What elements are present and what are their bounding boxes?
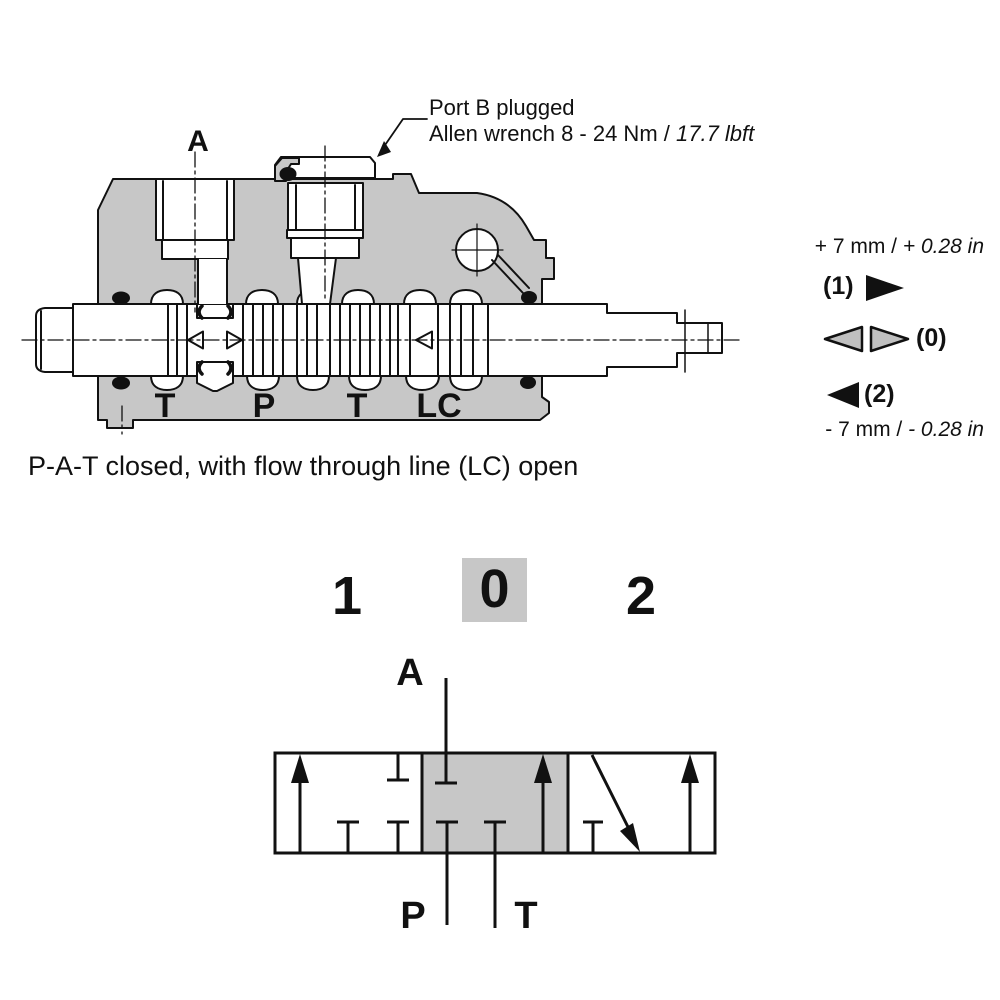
callout-port-b-line1: Port B plugged [429, 95, 575, 120]
port-t-line [484, 820, 506, 928]
callout-torque-metric: Allen wrench 8 - 24 Nm / [429, 121, 676, 146]
schematic-position-1: 1 [331, 566, 363, 626]
port-p-line [436, 820, 458, 925]
flow-arrowhead-0 [534, 754, 552, 783]
neck-groove-marks [197, 304, 233, 376]
port-a-line [435, 678, 457, 785]
schematic-position-0-box: 0 [462, 558, 527, 622]
blocked-port-pos2 [583, 820, 603, 853]
schematic-position-0: 0 [479, 559, 510, 619]
port-b-leader-arrow [377, 118, 428, 157]
callout-port-b-line2: Allen wrench 8 - 24 Nm / 17.7 lbft [429, 121, 754, 147]
cross-section-caption: P-A-T closed, with flow through line (LC… [28, 451, 579, 481]
label-port-t2: T [346, 387, 368, 425]
position-0-label: (0) [916, 324, 947, 352]
position-1-arrow-icon [866, 275, 904, 301]
schematic-port-p-label: P [400, 895, 426, 937]
o-ring-seals [112, 291, 537, 390]
travel-plus-label: + 7 mm / + 0.28 in [814, 235, 984, 258]
position-2-label: (2) [864, 380, 895, 408]
flow-arrowhead-2r [681, 754, 699, 783]
flow-arrowhead-1 [291, 754, 309, 783]
schematic-port-a-label: A [396, 652, 424, 694]
travel-minus-label: - 7 mm / - 0.28 in [825, 418, 984, 441]
position-0-left-arrow-icon [823, 325, 864, 353]
position-1-label: (1) [823, 272, 854, 300]
label-port-a: A [187, 125, 209, 158]
label-port-t1: T [154, 387, 176, 425]
position-0-right-arrow-icon [869, 325, 910, 353]
schematic-position-2: 2 [625, 566, 657, 626]
port-b-seal [279, 167, 297, 181]
blocked-ports-pos1 [337, 753, 409, 853]
flow-arches-bottom [150, 375, 483, 391]
label-port-lc: LC [416, 387, 462, 425]
cross-section-drawing [21, 118, 743, 435]
diagonal-flow-line [590, 754, 632, 832]
schematic-dividers [420, 753, 570, 853]
centerlines [21, 145, 743, 435]
diagonal-pin [491, 254, 530, 294]
schematic-port-t-label: T [514, 895, 538, 937]
flow-arrow-lines [298, 780, 692, 853]
callout-torque-imperial: 17.7 lbft [675, 121, 755, 146]
position-2-arrow-icon [827, 382, 859, 408]
diagonal-arrowhead [620, 823, 640, 852]
label-port-p: P [252, 387, 276, 425]
schematic-valve-symbol [273, 678, 717, 928]
